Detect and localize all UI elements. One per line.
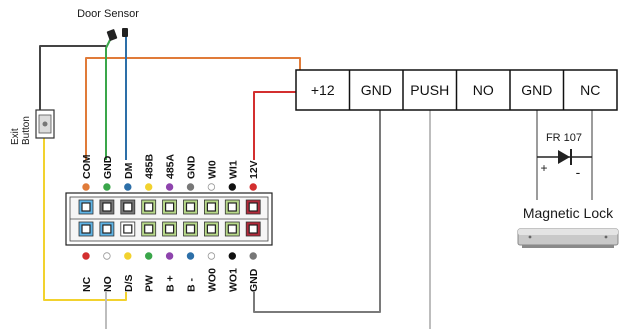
connector-screw [248,202,258,212]
magnetic-lock-label: Magnetic Lock [523,205,614,221]
pin-dot [186,183,195,191]
wire-gray [253,110,381,313]
connector-screw [81,224,91,234]
pin-dot [144,183,153,191]
diode-plus: + [540,161,547,175]
connector-screw [123,202,133,212]
pin-dot [165,252,174,260]
connector-screw [102,202,112,212]
pin-label: B + [165,275,177,292]
pin-label: WI0 [206,160,218,179]
connector-screw [185,224,196,234]
connector-screw [102,224,112,234]
exit-button-icon [35,109,55,139]
connector-screw [248,224,258,234]
terminal-label: PUSH [410,82,449,98]
pin-label: WO1 [227,268,239,292]
diode-label: FR 107 [546,132,582,144]
pin-label: 12V [248,160,260,179]
pin-label: B - [186,278,198,293]
pin-label: D/S [123,274,135,292]
pin-dot [249,252,257,260]
connector-screw [144,202,154,212]
pin-label: 485B [144,153,156,179]
connector-screw [227,224,237,234]
pin-dot [124,183,132,191]
terminal-block: +12 GND PUSH NO GND NC [295,69,618,111]
terminal-label: NO [473,82,494,98]
pin-dot [82,183,90,191]
pin-dot [165,183,174,191]
pin-label: NC [81,276,93,292]
connector-screw [81,202,91,212]
connector-screw [144,224,154,234]
pin-dot [228,252,236,260]
connector-screw [227,202,237,212]
connector-screw [123,224,133,234]
pin-dot [103,183,111,191]
connector-screw [206,202,216,212]
pin-label: NO [102,276,114,292]
pin-dot [249,183,257,191]
pin-dot [124,252,132,260]
pin-label: GND [186,155,198,179]
wire-orange [85,57,301,160]
connector-screw [165,224,175,234]
terminal-label: +12 [311,82,335,98]
pin-label: WO0 [206,268,218,292]
pin-label: COM [81,154,93,179]
pin-dot [144,252,153,260]
wire-green [105,39,111,160]
pin-label: 485A [165,153,177,179]
pin-dot [186,252,195,260]
pin-label: DM [123,162,135,179]
pin-dot [207,252,216,260]
connector-screw [185,202,196,212]
pin-dot [228,183,236,191]
exit-button-label: Exit [10,128,21,145]
door-sensor-label: Door Sensor [77,8,139,20]
pin-dot [207,183,216,191]
controller-connector [65,192,273,246]
pin-label: GND [102,155,114,179]
terminal-label: GND [521,82,552,98]
wire-dark-gray [39,45,106,110]
magnetic-lock-icon [517,228,619,248]
terminal-label: NC [580,82,600,98]
connector-screw [165,202,175,212]
pin-label: PW [144,275,156,292]
terminal-label: GND [361,82,392,98]
connector-screw [206,224,216,234]
pin-dot [103,252,111,260]
diode-icon [558,149,572,165]
diode-minus: - [576,164,581,180]
pin-dot [82,252,90,260]
pin-label: WI1 [227,160,239,179]
exit-button-label-2: Button [21,116,32,145]
wire-red [253,91,296,160]
door-sensor-icon [106,28,128,41]
wire-yellow [43,138,127,301]
pin-label: GND [248,268,260,292]
